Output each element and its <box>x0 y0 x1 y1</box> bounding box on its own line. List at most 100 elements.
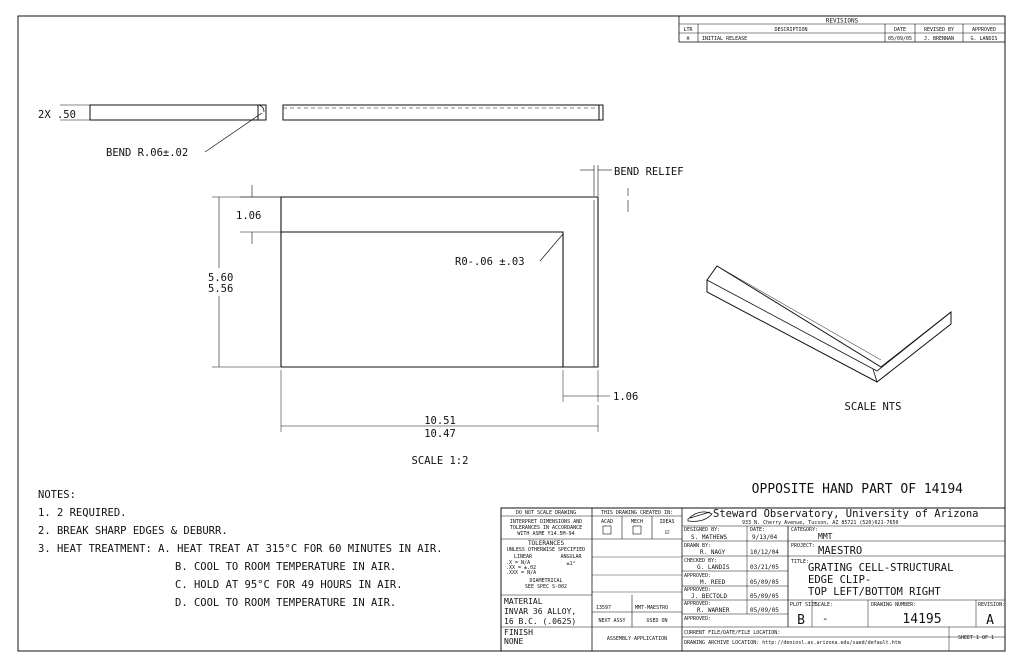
tb-checked-by-label: CHECKED BY: <box>684 558 717 564</box>
tb-used-on-value: MMT-MAESTRO <box>635 605 668 611</box>
rev-row-revised-by: J. BRENNAN <box>924 36 954 42</box>
edge-view: 2X .50 BEND R.06±.02 <box>38 104 604 159</box>
tb-drawn-by-label: DRAWN BY: <box>684 543 711 549</box>
rev-row-approved: G. LANDIS <box>970 36 997 42</box>
flat-pattern-view: BEND RELIEF 1.06 R0-.06 ±.03 5.60 5.56 1… <box>208 165 684 467</box>
tb-org-name: Steward Observatory, University of Arizo… <box>713 508 979 520</box>
tb-archive-location: DRAWING ARCHIVE LOCATION: http://deninsl… <box>684 640 901 646</box>
tb-title-2: EDGE CLIP- <box>808 574 871 586</box>
tb-plot-size-label: PLOT SIZE: <box>790 602 820 608</box>
note-3c: C. HOLD AT 95°C FOR 49 HOURS IN AIR. <box>175 579 403 591</box>
title-block: DO NOT SCALE DRAWING INTERPRET DIMENSION… <box>500 507 1006 652</box>
tb-date-label: DATE: <box>750 527 765 533</box>
dim-length-max: 10.51 <box>424 415 456 427</box>
tb-revision: A <box>986 613 994 628</box>
note-3d: D. COOL TO ROOM TEMPERATURE IN AIR. <box>175 597 396 609</box>
tb-designed-date: 9/13/04 <box>752 534 778 541</box>
tb-drawn-by: R. NAGY <box>700 549 726 556</box>
tb-interpret-2: TOLERANCES IN ACCORDANCE <box>510 525 582 531</box>
tb-created-in: THIS DRAWING CREATED IN: <box>601 510 673 516</box>
tb-scale-value: - <box>822 613 828 625</box>
scale-iso: SCALE NTS <box>845 401 902 413</box>
rev-row-date: 05/09/05 <box>888 36 912 42</box>
tb-current-file: CURRENT FILE/DATE/FILE LOCATION: <box>684 630 780 636</box>
rev-header-revised-by: REVISED BY <box>924 27 954 33</box>
opposite-hand-note: OPPOSITE HAND PART OF 14194 <box>752 482 963 497</box>
tb-drawn-date: 10/12/04 <box>750 549 779 556</box>
dim-height-min: 5.56 <box>208 283 233 295</box>
tb-tolerances: TOLERANCES <box>528 540 565 547</box>
tb-approved-1-label: APPROVED: <box>684 573 711 579</box>
tb-checkbox-ideas: ☑ <box>665 527 670 536</box>
tb-scale-label: SCALE: <box>815 602 833 608</box>
dim-length-min: 10.47 <box>424 428 456 440</box>
tb-finish: NONE <box>504 637 523 646</box>
note-2: 2. BREAK SHARP EDGES & DEBURR. <box>38 525 228 537</box>
tb-angular: ANGULAR <box>560 554 582 560</box>
tb-see-spec: SEE SPEC S-002 <box>525 584 567 590</box>
tb-approved-3-date: 05/09/05 <box>750 607 779 614</box>
tb-unless: UNLESS OTHERWISE SPECIFIED <box>507 547 585 553</box>
tb-interpret-3: WITH ASME Y14.5M-94 <box>517 531 574 537</box>
tb-tol-1: .X = N/A <box>506 560 530 566</box>
dim-top-leg-width: 1.06 <box>236 210 261 222</box>
observatory-logo <box>687 511 713 522</box>
tb-title-3: TOP LEFT/BOTTOM RIGHT <box>808 586 941 598</box>
tb-approved-3: R. WARNER <box>697 607 730 614</box>
rev-header-date: DATE <box>894 27 906 33</box>
tb-material-2: 16 B.C. (.0625) <box>504 617 576 626</box>
tb-do-not-scale: DO NOT SCALE DRAWING <box>516 510 576 516</box>
tb-approved-4-label: APPROVED: <box>684 616 711 622</box>
dim-bend-radius: BEND R.06±.02 <box>106 147 188 159</box>
tb-checked-by: G. LANDIS <box>697 564 730 571</box>
tb-approved-1: M. REED <box>700 579 726 586</box>
tb-tol-3: .XXX = N/A <box>506 570 536 576</box>
tb-approved-3-label: APPROVED: <box>684 601 711 607</box>
notes-title: NOTES: <box>38 489 76 501</box>
tb-material-label: MATERIAL <box>504 597 543 606</box>
tb-org-address: 933 N. Cherry Avenue, Tucson, AZ 85721 (… <box>742 520 899 526</box>
tb-linear: LINEAR <box>514 554 533 560</box>
tb-sheet: SHEET 1 OF 1 <box>958 635 994 641</box>
tb-drawing-number-label: DRAWING NUMBER: <box>871 602 916 608</box>
dim-height-max: 5.60 <box>208 272 233 284</box>
tb-tol-2: .XX = ±.02 <box>506 565 536 571</box>
tb-finish-label: FINISH <box>504 628 533 637</box>
dim-inner-radius: R0-.06 ±.03 <box>455 256 525 268</box>
tb-designed-by: S. MATHEWS <box>691 534 728 541</box>
tb-material-1: INVAR 36 ALLOY, <box>504 607 576 616</box>
rev-row-description: INITIAL RELEASE <box>702 36 747 42</box>
dim-side-leg-width: 1.06 <box>613 391 638 403</box>
tb-project: MAESTRO <box>818 545 862 557</box>
tb-cad-mech: MECH <box>631 519 643 525</box>
tb-approved-1-date: 05/09/05 <box>750 579 779 586</box>
note-1: 1. 2 REQUIRED. <box>38 507 127 519</box>
tb-checkbox-mech <box>632 525 642 535</box>
tb-approved-2-label: APPROVED: <box>684 587 711 593</box>
revisions-title: REVISIONS <box>826 18 859 25</box>
tb-approved-2: J. BECTOLD <box>691 593 728 600</box>
tb-checkbox-acad <box>602 525 612 535</box>
revisions-table: REVISIONS LTR DESCRIPTION DATE REVISED B… <box>678 15 1006 43</box>
tb-tol-angular: ±1° <box>566 561 575 567</box>
tb-cad-ideas: IDEAS <box>659 519 674 525</box>
rev-row-ltr: A <box>686 36 689 42</box>
isometric-view: SCALE NTS <box>706 265 952 413</box>
tb-drawing-number: 14195 <box>902 612 941 627</box>
tb-title-1: GRATING CELL-STRUCTURAL <box>808 562 953 574</box>
note-3b: B. COOL TO ROOM TEMPERATURE IN AIR. <box>175 561 396 573</box>
tb-used-on: USED ON <box>646 618 667 624</box>
tb-project-label: PROJECT: <box>791 543 815 549</box>
tb-interpret-1: INTERPRET DIMENSIONS AND <box>510 519 582 525</box>
scale-main: SCALE 1:2 <box>412 455 469 467</box>
dim-thickness: 2X .50 <box>38 109 76 121</box>
tb-approved-2-date: 05/09/05 <box>750 593 779 600</box>
tb-designed-by-label: DESIGNED BY: <box>684 527 720 533</box>
tb-category: MMT <box>818 532 833 541</box>
rev-header-description: DESCRIPTION <box>774 27 807 33</box>
tb-revision-label: REVISION: <box>978 602 1005 608</box>
rev-header-approved: APPROVED <box>972 27 996 33</box>
tb-title-label: TITLE: <box>791 559 809 565</box>
tb-plot-size: B <box>797 613 805 628</box>
